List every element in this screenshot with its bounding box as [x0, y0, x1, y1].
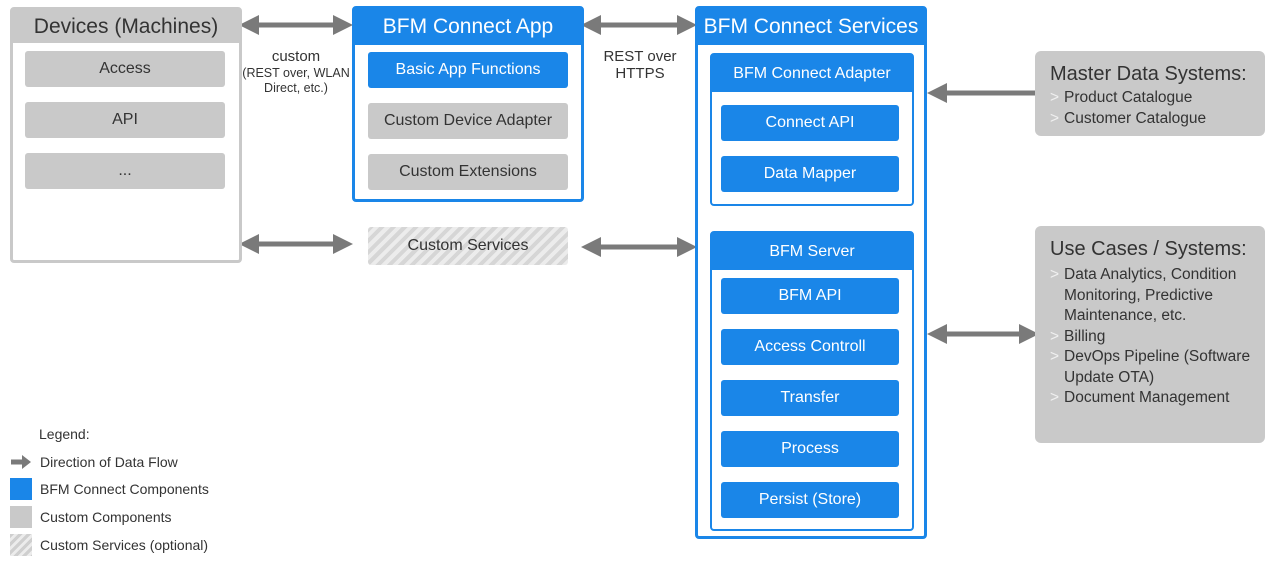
use-case-item: >DevOps Pipeline (Software Update OTA)	[1050, 347, 1251, 388]
use-case-item: >Data Analytics, Condition Monitoring, P…	[1050, 265, 1251, 327]
legend-item-connect-components: BFM Connect Components	[10, 478, 209, 500]
hatched-swatch	[10, 534, 32, 556]
bullet-icon: >	[1050, 348, 1060, 365]
persist-store: Persist (Store)	[721, 482, 899, 518]
use-cases-title: Use Cases / Systems:	[1050, 238, 1247, 260]
legend-item-custom-components: Custom Components	[10, 506, 172, 528]
bfm-api: BFM API	[721, 278, 899, 314]
legend-item-custom-services: Custom Services (optional)	[10, 534, 208, 556]
devices-app-link-label: custom (REST over, WLAN Direct, etc.)	[240, 48, 352, 95]
bullet-icon: >	[1050, 109, 1060, 127]
use-cases-box: Use Cases / Systems: >Data Analytics, Co…	[1035, 226, 1265, 443]
connect-app-title: BFM Connect App	[355, 9, 581, 45]
transfer: Transfer	[721, 380, 899, 416]
connect-api: Connect API	[721, 105, 899, 141]
connect-app-panel: BFM Connect App Basic App Functions Cust…	[352, 6, 584, 202]
connect-adapter-panel: BFM Connect Adapter Connect API Data Map…	[710, 53, 914, 206]
arrow-right-icon	[10, 451, 32, 473]
master-data-item: >Product Catalogue	[1050, 88, 1251, 109]
devices-panel: Devices (Machines) Access API ...	[10, 7, 242, 263]
link-label-main: custom	[271, 48, 321, 65]
use-case-item: >Billing	[1050, 327, 1251, 348]
legend-item-data-flow: Direction of Data Flow	[10, 451, 178, 473]
process: Process	[721, 431, 899, 467]
use-case-item: >Document Management	[1050, 388, 1251, 409]
connect-adapter-title: BFM Connect Adapter	[712, 55, 912, 92]
bullet-icon: >	[1050, 89, 1060, 106]
connect-services-title: BFM Connect Services	[698, 9, 924, 45]
connect-services-panel: BFM Connect Services BFM Connect Adapter…	[695, 6, 927, 539]
bfm-server-title: BFM Server	[712, 233, 912, 270]
master-data-item: >Customer Catalogue	[1050, 109, 1251, 130]
access-controll: Access Controll	[721, 329, 899, 365]
devices-title: Devices (Machines)	[13, 10, 239, 43]
bullet-icon: >	[1050, 266, 1060, 283]
bullet-icon: >	[1050, 389, 1060, 406]
custom-services: Custom Services	[368, 227, 568, 265]
grey-swatch	[10, 506, 32, 528]
blue-swatch	[10, 478, 32, 500]
bfm-server-panel: BFM Server BFM API Access Controll Trans…	[710, 231, 914, 531]
device-api: API	[25, 102, 225, 138]
master-data-box: Master Data Systems: >Product Catalogue …	[1035, 51, 1265, 136]
legend-title: Legend:	[39, 426, 90, 442]
device-access: Access	[25, 51, 225, 87]
device-more: ...	[25, 153, 225, 189]
custom-device-adapter: Custom Device Adapter	[368, 103, 568, 139]
master-data-title: Master Data Systems:	[1050, 63, 1247, 85]
custom-extensions: Custom Extensions	[368, 154, 568, 190]
link-label-sub: (REST over, WLAN Direct, etc.)	[242, 66, 350, 95]
data-mapper: Data Mapper	[721, 156, 899, 192]
basic-app-functions: Basic App Functions	[368, 52, 568, 88]
app-services-link-label: REST over HTTPS	[603, 48, 677, 83]
bullet-icon: >	[1050, 327, 1060, 345]
